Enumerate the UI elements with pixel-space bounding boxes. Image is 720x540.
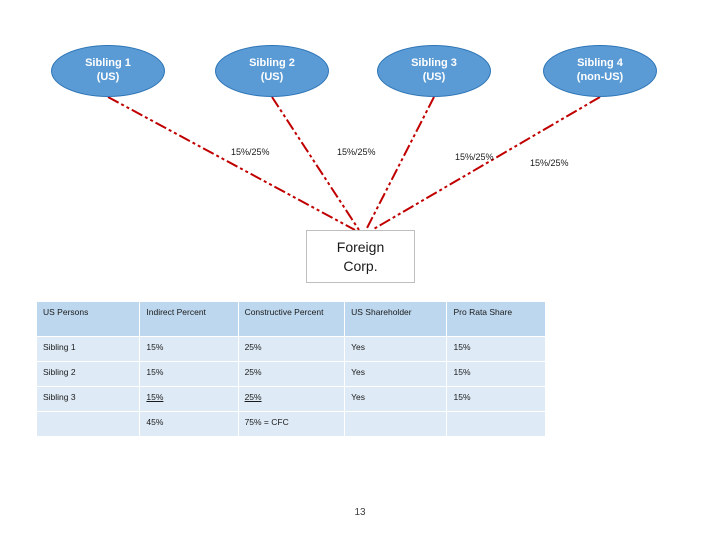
node-sibling-1-line2: (US) (96, 71, 120, 83)
foreign-corp-line1: Foreign (336, 238, 385, 255)
cell-shareholder: Yes (344, 361, 448, 387)
cell-prorata: 15% (446, 386, 546, 412)
edge-label-4: 15%/25% (530, 158, 569, 168)
cell-constructive: 25% (237, 386, 346, 412)
ownership-table: US Persons Indirect Percent Constructive… (35, 301, 546, 437)
header-us-persons: US Persons (35, 301, 141, 337)
cell-shareholder (344, 411, 448, 437)
cell-prorata: 15% (446, 361, 546, 387)
foreign-corp-line2: Corp. (343, 257, 378, 274)
cell-prorata: 15% (446, 336, 546, 362)
cell-indirect-total: 45% (139, 411, 239, 437)
table-row: Sibling 3 15% 25% Yes 15% (35, 386, 546, 412)
header-indirect-percent: Indirect Percent (139, 301, 239, 337)
cell-shareholder: Yes (344, 336, 448, 362)
node-foreign-corp[interactable]: Foreign Corp. (306, 230, 415, 283)
cell-prorata (446, 411, 546, 437)
node-sibling-3-line1: Sibling 3 (411, 57, 457, 70)
edge-sibling2-to-corp (271, 96, 360, 231)
node-sibling-3-line2: (US) (422, 71, 446, 83)
cell-shareholder: Yes (344, 386, 448, 412)
cell-person (35, 411, 141, 437)
node-sibling-2[interactable]: Sibling 2 (US) (215, 45, 329, 97)
edge-label-2: 15%/25% (337, 147, 376, 157)
table-header-row: US Persons Indirect Percent Constructive… (35, 301, 546, 337)
node-sibling-3[interactable]: Sibling 3 (US) (377, 45, 491, 97)
edge-label-1: 15%/25% (231, 147, 270, 157)
node-sibling-4-line2: (non-US) (576, 71, 624, 83)
page-number: 13 (354, 507, 366, 518)
header-constructive-percent: Constructive Percent (237, 301, 346, 337)
header-us-shareholder: US Shareholder (344, 301, 448, 337)
node-sibling-2-line2: (US) (260, 71, 284, 83)
header-pro-rata-share: Pro Rata Share (446, 301, 546, 337)
node-sibling-1[interactable]: Sibling 1 (US) (51, 45, 165, 97)
cell-person: Sibling 3 (35, 386, 141, 412)
cell-indirect: 15% (139, 336, 239, 362)
cell-person: Sibling 1 (35, 336, 141, 362)
cell-constructive: 25% (237, 336, 346, 362)
table-row: Sibling 1 15% 25% Yes 15% (35, 336, 546, 362)
cell-indirect: 15% (139, 361, 239, 387)
table-row: Sibling 2 15% 25% Yes 15% (35, 361, 546, 387)
node-sibling-2-line1: Sibling 2 (249, 57, 295, 70)
cell-indirect: 15% (139, 386, 239, 412)
cell-constructive: 25% (237, 361, 346, 387)
cell-person: Sibling 2 (35, 361, 141, 387)
node-sibling-4-line1: Sibling 4 (577, 57, 623, 70)
node-sibling-1-line1: Sibling 1 (85, 57, 131, 70)
table-row-total: 45% 75% = CFC (35, 411, 546, 437)
edge-sibling3-to-corp (365, 96, 435, 231)
edge-label-3: 15%/25% (455, 152, 494, 162)
edge-sibling1-to-corp (107, 96, 356, 231)
node-sibling-4[interactable]: Sibling 4 (non-US) (543, 45, 657, 97)
cell-constructive-total: 75% = CFC (237, 411, 346, 437)
